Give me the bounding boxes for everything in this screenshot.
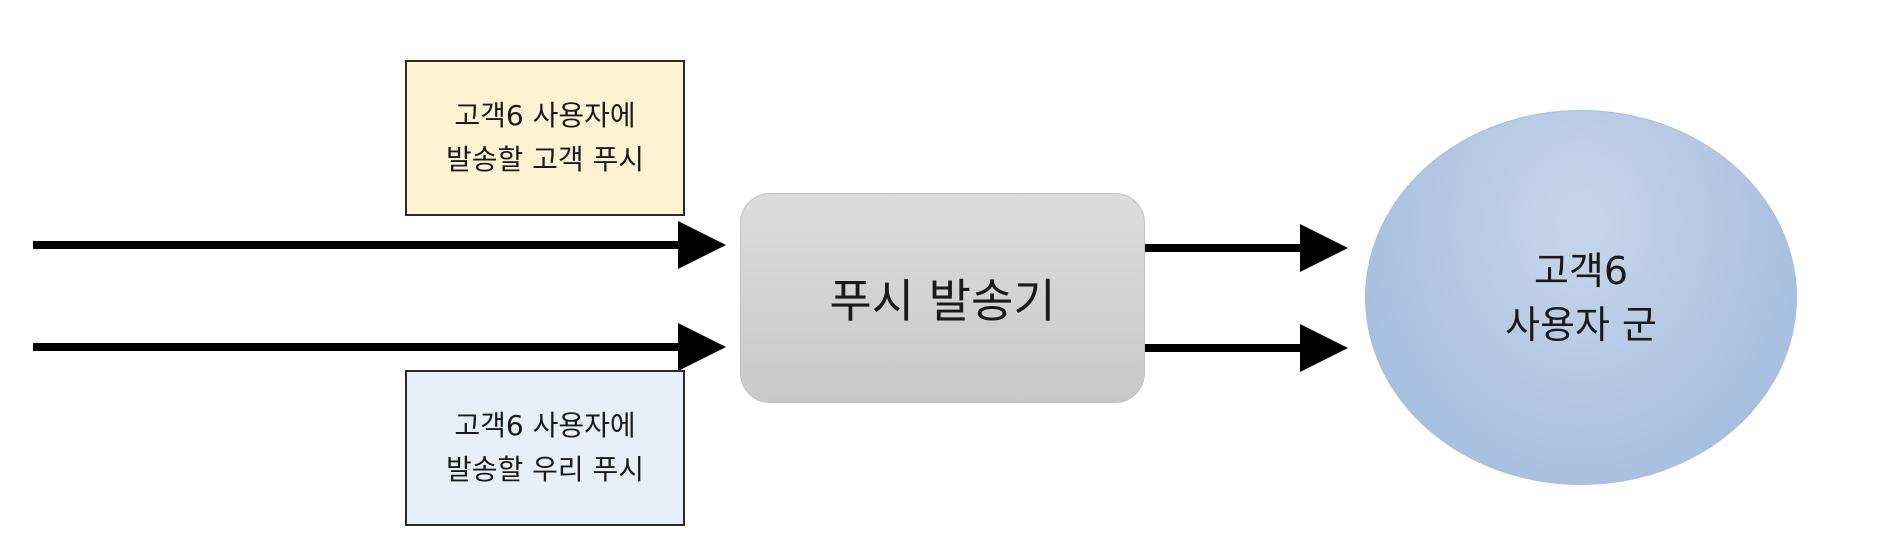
target-user-group-line1: 고객6 (1533, 248, 1629, 293)
our-push-note: 고객6 사용자에 발송할 우리 푸시 (405, 370, 685, 526)
customer-push-note-line2: 발송할 고객 푸시 (445, 143, 645, 176)
customer-push-note-line1: 고객6 사용자에 (454, 99, 636, 132)
our-push-note-line1: 고객6 사용자에 (454, 409, 636, 442)
push-sender-label: 푸시 발송기 (829, 274, 1056, 328)
push-sender-node: 푸시 발송기 (740, 193, 1145, 403)
customer-push-note: 고객6 사용자에 발송할 고객 푸시 (405, 60, 685, 216)
target-user-group-line2: 사용자 군 (1505, 302, 1657, 347)
our-push-note-line2: 발송할 우리 푸시 (445, 453, 645, 486)
target-user-group-node: 고객6 사용자 군 (1365, 110, 1797, 485)
